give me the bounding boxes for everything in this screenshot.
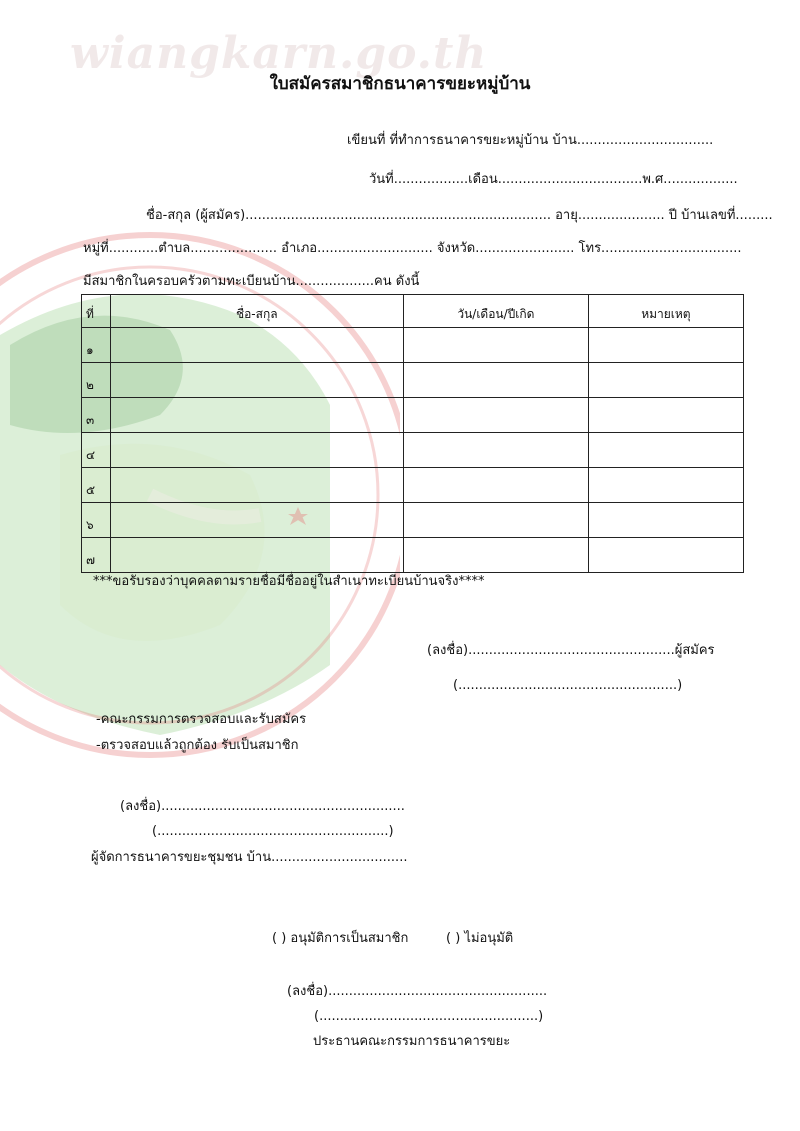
reject-option[interactable]: ( ) ไม่อนุมัติ [446,931,514,946]
birthdate-cell[interactable] [403,327,589,363]
remark-cell[interactable] [587,397,745,433]
remark-cell[interactable] [587,362,745,398]
committee-line-2: -ตรวจสอบแล้วถูกต้อง รับเป็นสมาชิก [96,738,299,753]
name-cell[interactable] [109,432,405,468]
remark-cell[interactable] [587,502,745,538]
remark-cell[interactable] [587,432,745,468]
date-line: วันที่..................เดือน...........… [369,172,738,187]
table-row: ๑ [81,327,745,363]
header-remark: หมายเหตุ [587,294,745,328]
approve-option[interactable]: ( ) อนุมัติการเป็นสมาชิก [272,931,409,946]
row-number: ๕ [81,467,111,503]
table-row: ๗ [81,537,745,573]
birthdate-cell[interactable] [403,432,589,468]
watermark-site-text: wiangkarn.go.th [70,28,488,79]
name-cell[interactable] [109,467,405,503]
address-line: หมู่ที่............ตำบล.................… [83,241,742,256]
applicant-name-line: ชื่อ-สกุล (ผู้สมัคร)....................… [146,208,773,223]
certify-note: ***ขอรับรองว่าบุคคลตามรายชื่อมีชื่ออยู่ใ… [93,574,485,589]
committee-line-1: -คณะกรรมการตรวจสอบและรับสมัคร [96,712,307,727]
name-cell[interactable] [109,397,405,433]
name-cell[interactable] [109,327,405,363]
remark-cell[interactable] [587,467,745,503]
remark-cell[interactable] [587,537,745,573]
members-table: ที่ ชื่อ-สกุล วัน/เดือน/ปีเกิด หมายเหตุ … [81,294,745,573]
header-name: ชื่อ-สกุล [109,294,405,328]
table-row: ๕ [81,467,745,503]
row-number: ๒ [81,362,111,398]
header-birthdate: วัน/เดือน/ปีเกิด [403,294,589,328]
table-header-row: ที่ ชื่อ-สกุล วัน/เดือน/ปีเกิด หมายเหตุ [81,294,745,328]
table-row: ๒ [81,362,745,398]
applicant-sign-line: (ลงชื่อ)................................… [427,643,715,658]
form-title: ใบสมัครสมาชิกธนาคารขยะหมู่บ้าน [269,74,531,94]
birthdate-cell[interactable] [403,537,589,573]
remark-cell[interactable] [587,327,745,363]
row-number: ๔ [81,432,111,468]
birthdate-cell[interactable] [403,467,589,503]
birthdate-cell[interactable] [403,362,589,398]
header-no: ที่ [81,294,111,328]
table-row: ๔ [81,432,745,468]
applicant-name-paren: (.......................................… [453,678,683,693]
household-members-line: มีสมาชิกในครอบครัวตามทะเบียนบ้าน........… [83,274,420,289]
name-cell[interactable] [109,537,405,573]
manager-sign-line: (ลงชื่อ)................................… [120,799,405,814]
table-row: ๓ [81,397,745,433]
table-row: ๖ [81,502,745,538]
row-number: ๗ [81,537,111,573]
birthdate-cell[interactable] [403,397,589,433]
chair-role-line: ประธานคณะกรรมการธนาคารขยะ [313,1034,511,1049]
chair-name-paren: (.......................................… [314,1009,544,1024]
chair-sign-line: (ลงชื่อ)................................… [287,984,548,999]
row-number: ๖ [81,502,111,538]
written-at-line: เขียนที่ ที่ทำการธนาคารขยะหมู่บ้าน บ้าน.… [347,133,714,148]
manager-role-line: ผู้จัดการธนาคารขยะชุมชน บ้าน............… [91,850,408,865]
name-cell[interactable] [109,502,405,538]
birthdate-cell[interactable] [403,502,589,538]
name-cell[interactable] [109,362,405,398]
manager-name-paren: (.......................................… [152,824,394,839]
row-number: ๑ [81,327,111,363]
row-number: ๓ [81,397,111,433]
